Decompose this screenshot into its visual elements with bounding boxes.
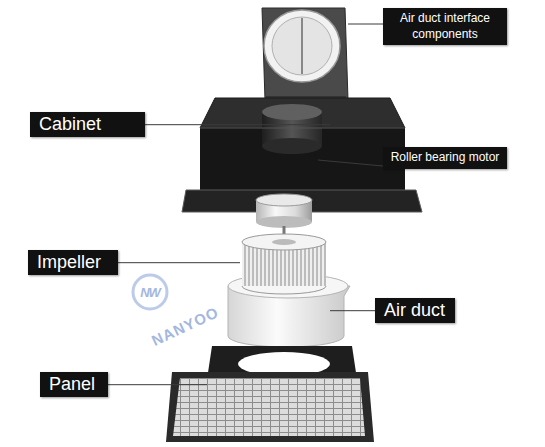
part-label: Cabinet [30, 112, 145, 137]
damper [301, 18, 303, 74]
panel [166, 346, 374, 442]
motor-top [256, 194, 312, 206]
leader-lines [108, 24, 383, 385]
grille-frame [166, 372, 374, 442]
part-label: Roller bearing motor [383, 147, 507, 169]
duct-ring [264, 10, 340, 82]
impeller-bottom [242, 286, 326, 294]
leader-line [348, 24, 383, 25]
motor-housing-top [262, 104, 322, 120]
leader-line [330, 310, 375, 311]
motor-housing-bottom [262, 138, 322, 154]
watermark-text: NANYOO [149, 303, 221, 349]
leader-line [318, 160, 383, 166]
impeller-top [242, 234, 326, 250]
part-label: Air duct interface components [383, 8, 507, 45]
leader-line [108, 384, 207, 385]
flange-plate [262, 8, 348, 100]
leader-line [118, 262, 240, 263]
grille [173, 378, 365, 436]
watermark-ring [133, 275, 167, 309]
impeller [242, 234, 326, 294]
motor [256, 194, 312, 240]
part-label: Panel [40, 372, 108, 397]
part-label: Impeller [28, 250, 118, 275]
impeller-hub [272, 239, 296, 245]
watermark-logo: NW [140, 285, 160, 300]
cabinet-edge [200, 128, 405, 129]
duct-interface [262, 8, 348, 106]
duct-bore [272, 17, 332, 75]
part-label: Air duct [375, 298, 455, 323]
leader-line [145, 124, 330, 125]
